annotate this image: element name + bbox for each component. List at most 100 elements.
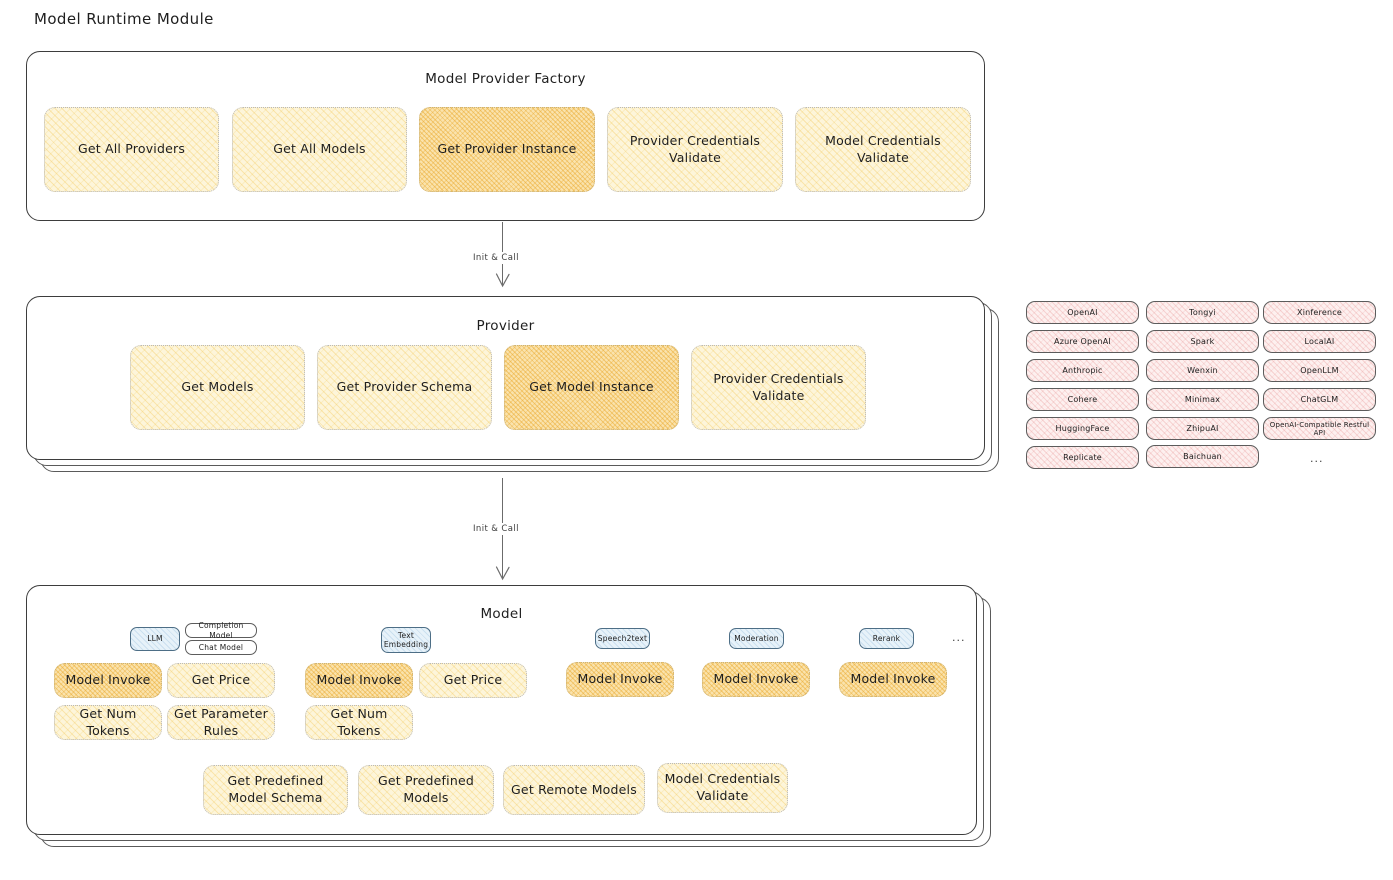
model-type-tag-moderation[interactable]: Moderation <box>729 628 784 649</box>
model-method-label: Model Invoke <box>713 671 799 687</box>
factory-method-label: Model Credentials Validate <box>825 132 941 165</box>
model-method-label: Get Parameter Rules <box>174 705 268 738</box>
model-subtag-chat-model[interactable]: Chat Model <box>185 640 257 655</box>
model-shared-method-label: Get Predefined Models <box>378 773 474 805</box>
model-subtag-completion-model[interactable]: Completion Model <box>185 621 257 640</box>
provider-chip-baichuan[interactable]: Baichuan <box>1146 445 1259 468</box>
provider-title: Provider <box>476 318 535 334</box>
factory-method-get-all-providers[interactable]: Get All Providers <box>44 107 219 192</box>
provider-chip-label: Replicate <box>1063 453 1102 462</box>
provider-chip-label: Cohere <box>1067 395 1098 404</box>
model-type-tag-label: Moderation <box>734 633 779 643</box>
provider-chip-chatglm[interactable]: ChatGLM <box>1263 388 1376 411</box>
model-title: Model <box>480 606 523 622</box>
provider-chip-label: OpenAI <box>1067 308 1098 317</box>
model-subtag-label: Completion Model <box>198 621 244 640</box>
provider-chip-openllm[interactable]: OpenLLM <box>1263 359 1376 382</box>
factory-title: Model Provider Factory <box>425 71 586 87</box>
arrow-provider-to-model-label: Init & Call <box>470 523 522 535</box>
provider-chip-label: Azure OpenAI <box>1054 337 1111 346</box>
model-type-tag-label: Speech2text <box>597 633 648 643</box>
provider-chip-label: Tongyi <box>1189 308 1216 317</box>
provider-method-provider-credentials-validate[interactable]: Provider Credentials Validate <box>691 345 866 430</box>
model-method-label: Get Num Tokens <box>330 705 388 738</box>
provider-list-more: ... <box>1310 452 1324 465</box>
factory-method-get-all-models[interactable]: Get All Models <box>232 107 407 192</box>
provider-chip-label: Minimax <box>1184 395 1221 404</box>
model-shared-method-model-credentials-validate[interactable]: Model Credentials Validate <box>657 763 788 813</box>
arrow-provider-to-model-head <box>495 566 510 581</box>
model-method-speech2text-model-invoke[interactable]: Model Invoke <box>566 662 674 697</box>
model-shared-method-get-predefined-models[interactable]: Get Predefined Models <box>358 765 494 815</box>
provider-chip-huggingface[interactable]: HuggingFace <box>1026 417 1139 440</box>
model-method-llm-get-parameter-rules[interactable]: Get Parameter Rules <box>167 705 275 740</box>
model-type-tag-label: Text Embedding <box>383 630 429 649</box>
provider-chip-label: HuggingFace <box>1055 424 1110 433</box>
provider-chip-tongyi[interactable]: Tongyi <box>1146 301 1259 324</box>
factory-method-label: Get All Providers <box>77 141 186 157</box>
provider-method-label: Provider Credentials Validate <box>713 370 844 403</box>
model-method-llm-get-price[interactable]: Get Price <box>167 663 275 698</box>
provider-chip-openai-compatible-restful-api[interactable]: OpenAI-Compatible Restful API <box>1263 417 1376 440</box>
provider-chip-wenxin[interactable]: Wenxin <box>1146 359 1259 382</box>
provider-chip-label: LocalAI <box>1304 337 1335 346</box>
model-method-rerank-model-invoke[interactable]: Model Invoke <box>839 662 947 697</box>
provider-method-label: Get Model Instance <box>529 379 654 395</box>
model-method-label: Get Num Tokens <box>79 705 137 738</box>
model-shared-method-label: Get Predefined Model Schema <box>227 773 324 805</box>
model-shared-method-get-remote-models[interactable]: Get Remote Models <box>503 765 645 815</box>
provider-method-get-models[interactable]: Get Models <box>130 345 305 430</box>
arrow-factory-to-provider-head <box>495 273 510 288</box>
arrow-factory-to-provider-label: Init & Call <box>470 252 522 264</box>
model-type-tag-rerank[interactable]: Rerank <box>859 628 914 649</box>
provider-chip-label: OpenLLM <box>1300 366 1339 375</box>
model-method-text-embedding-get-price[interactable]: Get Price <box>419 663 527 698</box>
model-method-label: Get Price <box>443 672 503 688</box>
model-type-tag-text-embedding[interactable]: Text Embedding <box>381 627 431 653</box>
provider-method-get-provider-schema[interactable]: Get Provider Schema <box>317 345 492 430</box>
provider-chip-label: Wenxin <box>1187 366 1218 375</box>
factory-method-model-credentials-validate[interactable]: Model Credentials Validate <box>795 107 971 192</box>
provider-chip-label: Spark <box>1190 337 1215 346</box>
model-types-more: ... <box>952 631 966 644</box>
provider-chip-openai[interactable]: OpenAI <box>1026 301 1139 324</box>
model-type-tag-label: LLM <box>147 634 163 644</box>
provider-chip-label: Xinference <box>1297 308 1342 317</box>
model-shared-method-get-predefined-model-schema[interactable]: Get Predefined Model Schema <box>203 765 348 815</box>
model-type-tag-speech2text[interactable]: Speech2text <box>595 628 650 649</box>
provider-chip-label: Baichuan <box>1183 452 1222 461</box>
factory-method-label: Get All Models <box>273 141 366 157</box>
model-method-label: Model Invoke <box>577 671 663 687</box>
model-method-llm-model-invoke[interactable]: Model Invoke <box>54 663 162 698</box>
provider-chip-label: Anthropic <box>1062 366 1103 375</box>
model-method-llm-get-num-tokens[interactable]: Get Num Tokens <box>54 705 162 740</box>
provider-chip-zhipuai[interactable]: ZhipuAI <box>1146 417 1259 440</box>
provider-chip-replicate[interactable]: Replicate <box>1026 446 1139 469</box>
factory-method-label: Provider Credentials Validate <box>629 132 761 165</box>
model-subtag-label: Chat Model <box>198 642 244 652</box>
provider-chip-xinference[interactable]: Xinference <box>1263 301 1376 324</box>
provider-chip-cohere[interactable]: Cohere <box>1026 388 1139 411</box>
provider-chip-azure-openai[interactable]: Azure OpenAI <box>1026 330 1139 353</box>
provider-chip-label: ZhipuAI <box>1186 424 1219 433</box>
provider-chip-minimax[interactable]: Minimax <box>1146 388 1259 411</box>
model-method-text-embedding-get-num-tokens[interactable]: Get Num Tokens <box>305 705 413 740</box>
model-type-tag-llm[interactable]: LLM <box>130 627 180 651</box>
model-method-label: Model Invoke <box>316 672 402 688</box>
model-shared-method-label: Get Remote Models <box>511 781 637 797</box>
model-method-label: Get Price <box>191 672 251 688</box>
provider-chip-localai[interactable]: LocalAI <box>1263 330 1376 353</box>
factory-method-get-provider-instance[interactable]: Get Provider Instance <box>419 107 595 192</box>
provider-chip-label: OpenAI-Compatible Restful API <box>1269 420 1370 437</box>
provider-chip-spark[interactable]: Spark <box>1146 330 1259 353</box>
factory-method-provider-credentials-validate[interactable]: Provider Credentials Validate <box>607 107 783 192</box>
model-method-text-embedding-model-invoke[interactable]: Model Invoke <box>305 663 413 698</box>
model-method-label: Model Invoke <box>65 672 151 688</box>
provider-chip-label: ChatGLM <box>1300 395 1339 404</box>
model-method-moderation-model-invoke[interactable]: Model Invoke <box>702 662 810 697</box>
model-type-tag-label: Rerank <box>872 633 901 643</box>
provider-chip-anthropic[interactable]: Anthropic <box>1026 359 1139 382</box>
provider-method-label: Get Models <box>181 379 254 395</box>
provider-method-get-model-instance[interactable]: Get Model Instance <box>504 345 679 430</box>
